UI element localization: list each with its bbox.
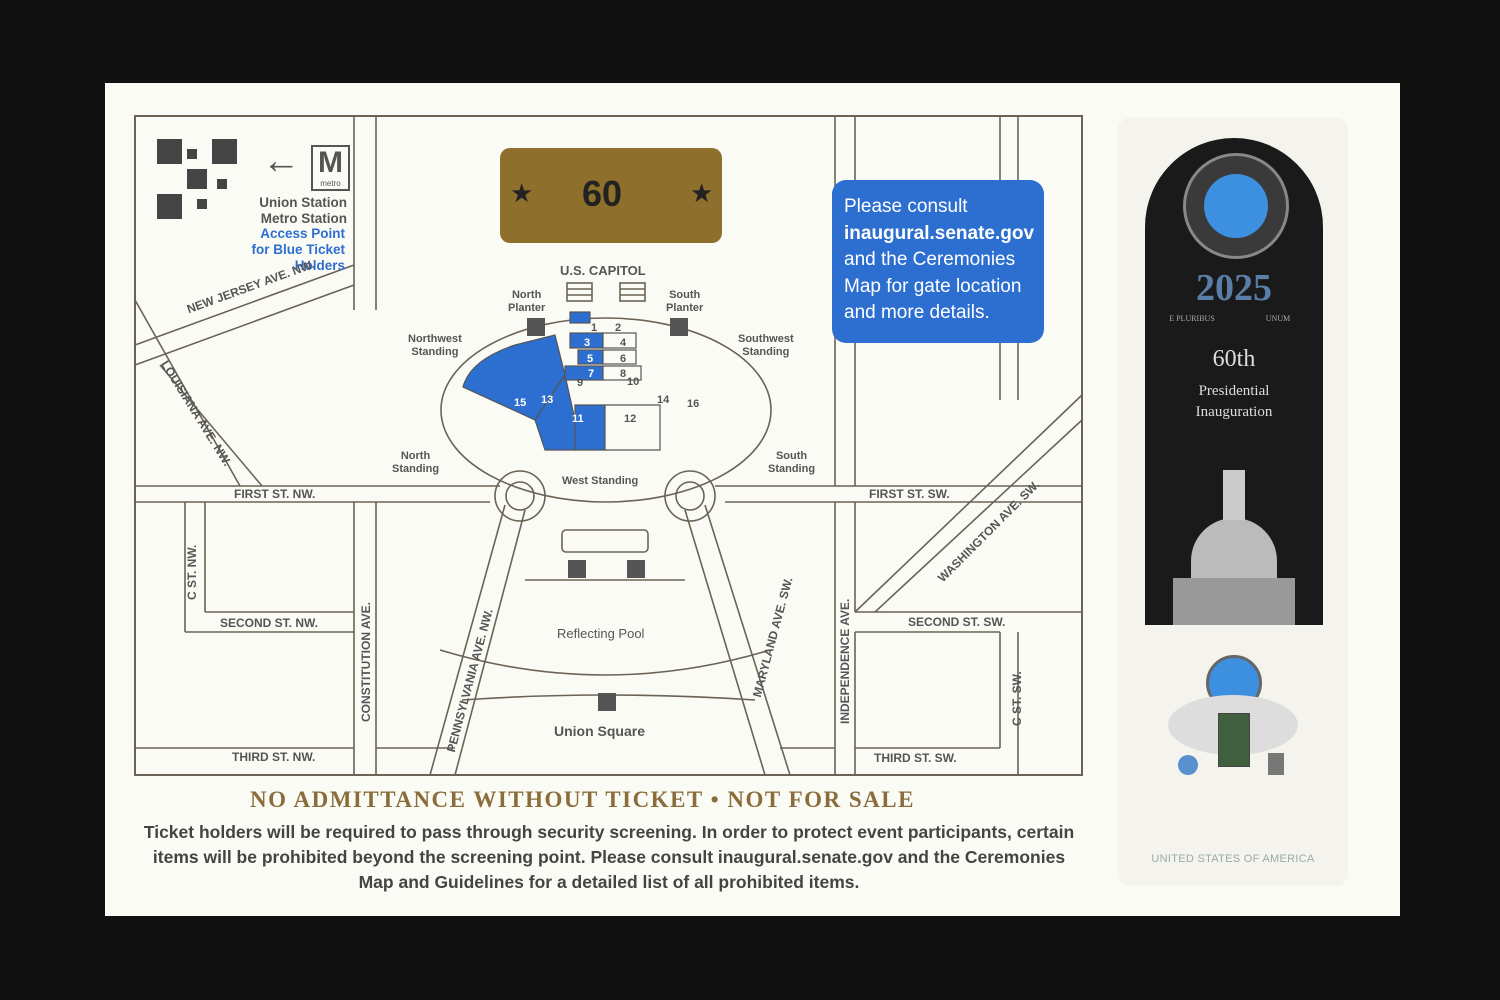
- security-notice: Ticket holders will be required to pass …: [143, 822, 1075, 892]
- southwest-standing-label: Southwest Standing: [738, 333, 794, 359]
- star-icon: ★: [690, 178, 714, 208]
- station-line-2: Metro Station: [260, 210, 347, 226]
- sixty-emblem: ★ 60 ★: [500, 148, 722, 243]
- street-third-sw: THIRD ST. SW.: [874, 751, 957, 765]
- section-14: 14: [657, 394, 670, 406]
- section-11: 11: [572, 413, 584, 425]
- wheelchair-icon: [527, 318, 688, 711]
- qr-code-icon: [157, 139, 237, 219]
- north-planter-line-2: Planter: [508, 302, 546, 314]
- section-15: 15: [514, 397, 527, 409]
- section-5: 5: [587, 353, 594, 365]
- info-line-4: Map for gate location: [844, 275, 1022, 297]
- info-line-3: and the Ceremonies: [844, 249, 1016, 270]
- access-line-3: Holders: [294, 258, 345, 273]
- section-1: 1: [591, 322, 598, 334]
- stamp-line-1: Presidential: [1198, 383, 1270, 399]
- star-seal-inner: [1204, 174, 1268, 238]
- south-planter-line-1: South: [669, 289, 701, 301]
- stamp-motto-left: E PLURIBUS: [1169, 314, 1215, 323]
- metro-logo-letter: M: [318, 146, 343, 179]
- south-planter-line-2: Planter: [666, 302, 704, 314]
- emblem-number: 60: [582, 173, 623, 214]
- section-6: 6: [620, 353, 627, 365]
- north-standing-line-1: North: [400, 450, 431, 462]
- south-planter-label: South Planter: [666, 289, 703, 315]
- station-label: Union Station Metro Station: [230, 195, 347, 226]
- section-4: 4: [620, 337, 627, 349]
- south-standing-line-2: Standing: [768, 463, 816, 475]
- eagle-seal-arrows: [1268, 753, 1284, 775]
- dome-base: [1173, 578, 1295, 625]
- street-first-sw: FIRST ST. SW.: [869, 487, 950, 501]
- inauguration-stamp: 2025 E PLURIBUS UNUM 60th Presidential I…: [1145, 138, 1323, 625]
- info-line-1: Please consult: [844, 196, 968, 217]
- west-standing-label: West Standing: [562, 475, 639, 487]
- dome-drum: [1191, 518, 1277, 578]
- metro-logo-sub: metro: [320, 179, 341, 188]
- north-planter-line-1: North: [511, 289, 542, 301]
- street-second-sw: SECOND ST. SW.: [908, 615, 1006, 629]
- star-seal-icon: [1183, 153, 1289, 259]
- southwest-standing-line-2: Standing: [742, 346, 790, 358]
- section-2: 2: [615, 322, 622, 334]
- reflecting-pool-label: Reflecting Pool: [557, 626, 645, 641]
- eagle-seal-shield: [1218, 713, 1250, 767]
- northwest-standing-line-2: Standing: [411, 346, 459, 358]
- info-box: Please consult inaugural.senate.gov and …: [832, 180, 1044, 343]
- union-square-label: Union Square: [554, 723, 646, 739]
- section-7: 7: [588, 368, 595, 380]
- south-standing-label: South Standing: [768, 450, 815, 476]
- southwest-standing-line-1: Southwest: [738, 333, 794, 345]
- north-planter-label: North Planter: [508, 289, 545, 315]
- section-16: 16: [687, 398, 700, 410]
- section-9: 9: [577, 377, 584, 389]
- section-8: 8: [620, 368, 627, 380]
- street-c-sw: C ST. SW.: [1010, 671, 1024, 726]
- northwest-standing-line-1: Northwest: [408, 333, 462, 345]
- info-line-5: and more details.: [844, 302, 990, 323]
- north-standing-label: North Standing: [392, 450, 439, 476]
- arrow-left-icon: ←: [262, 140, 300, 182]
- section-10: 10: [627, 376, 640, 388]
- no-admittance-heading: NO ADMITTANCE WITHOUT TICKET • NOT FOR S…: [250, 787, 915, 812]
- stamp-motto-right: UNUM: [1265, 314, 1291, 323]
- dome-lantern: [1223, 470, 1245, 520]
- info-line-2: inaugural.senate.gov: [844, 222, 1035, 244]
- star-icon: ★: [510, 178, 534, 208]
- station-line-1: Union Station: [259, 195, 347, 210]
- capitol-label: U.S. CAPITOL: [560, 263, 646, 278]
- street-first-nw: FIRST ST. NW.: [234, 487, 316, 501]
- street-constitution: CONSTITUTION AVE.: [359, 602, 373, 722]
- south-standing-line-1: South: [775, 450, 808, 462]
- stamp-ordinal: 60th: [1212, 346, 1256, 372]
- access-point-label: Access Point for Blue Ticket Holders: [215, 226, 345, 274]
- access-line-1: Access Point: [260, 226, 345, 241]
- metro-logo-icon: M metro: [311, 145, 350, 191]
- street-second-nw: SECOND ST. NW.: [220, 616, 319, 630]
- stamp-year: 2025: [1196, 267, 1272, 309]
- street-third-nw: THIRD ST. NW.: [232, 750, 316, 764]
- section-13: 13: [541, 394, 554, 406]
- eagle-seal-olive-branch: [1178, 755, 1198, 775]
- eagle-seal-icon: [1158, 655, 1308, 815]
- northwest-standing-label: Northwest Standing: [408, 333, 462, 359]
- capitol-dome-icon: [1173, 458, 1295, 625]
- section-3: 3: [584, 337, 591, 349]
- street-c-nw: C ST. NW.: [185, 544, 199, 600]
- section-12: 12: [624, 413, 637, 425]
- north-standing-line-2: Standing: [392, 463, 440, 475]
- country-label: UNITED STATES OF AMERICA: [1151, 853, 1315, 865]
- stamp-line-2: Inauguration: [1195, 404, 1273, 420]
- access-line-2: for Blue Ticket: [251, 242, 345, 257]
- street-independence: INDEPENDENCE AVE.: [838, 598, 852, 724]
